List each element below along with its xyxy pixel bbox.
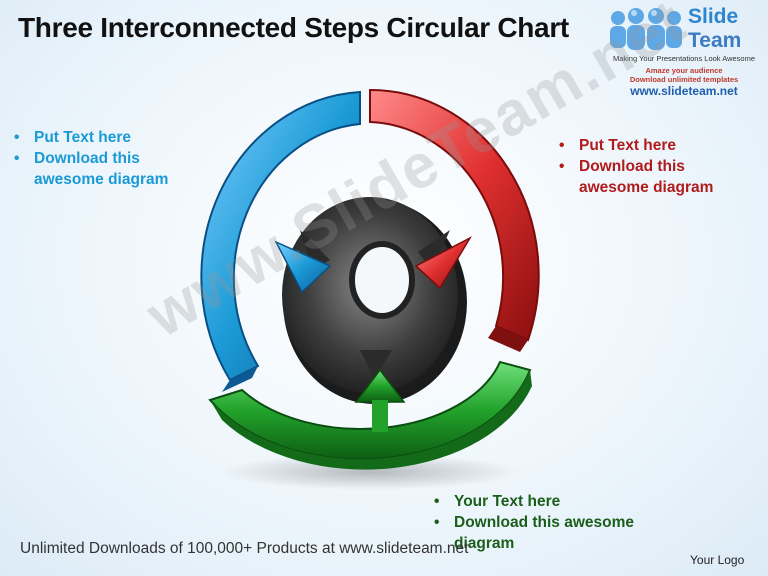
footer-text: Unlimited Downloads of 100,000+ Products… [20, 540, 469, 557]
red-arc [369, 88, 540, 352]
center-gear [282, 197, 467, 404]
page-title: Three Interconnected Steps Circular Char… [18, 12, 569, 43]
logo-tagline: Making Your Presentations Look Awesome [612, 54, 756, 63]
bottom-text-item: •Download this awesome diagram [434, 514, 635, 552]
bottom-text-item: •Your Text here [434, 493, 561, 510]
people-icon [610, 8, 682, 50]
slideteam-logo: Slide Team Making Your Presentations Loo… [604, 4, 764, 100]
left-text-item: •Download this awesome diagram [14, 150, 169, 188]
blue-arrowhead [274, 240, 332, 294]
logo-word-slide: Slide [688, 5, 739, 28]
your-logo-text: Your Logo [690, 553, 745, 567]
logo-word-team: Team [688, 29, 742, 52]
left-text-item: •Put Text here [14, 129, 132, 146]
left-text-list: •Put Text here •Download this awesome di… [8, 127, 208, 190]
red-arrowhead [414, 236, 473, 290]
blue-arc [200, 90, 361, 392]
logo-line2: Download unlimited templates [629, 75, 739, 84]
right-text-item: •Download this awesome diagram [559, 158, 714, 196]
green-arc [208, 360, 532, 470]
bottom-text-list: •Your Text here •Download this awesome d… [428, 491, 648, 554]
right-text-item: •Put Text here [559, 137, 677, 154]
logo-line1: Amaze your audience [645, 66, 723, 75]
circular-diagram [200, 88, 540, 490]
floor-shadow [220, 454, 520, 490]
logo-url: www.slideteam.net [630, 84, 738, 98]
right-text-list: •Put Text here •Download this awesome di… [553, 135, 743, 198]
